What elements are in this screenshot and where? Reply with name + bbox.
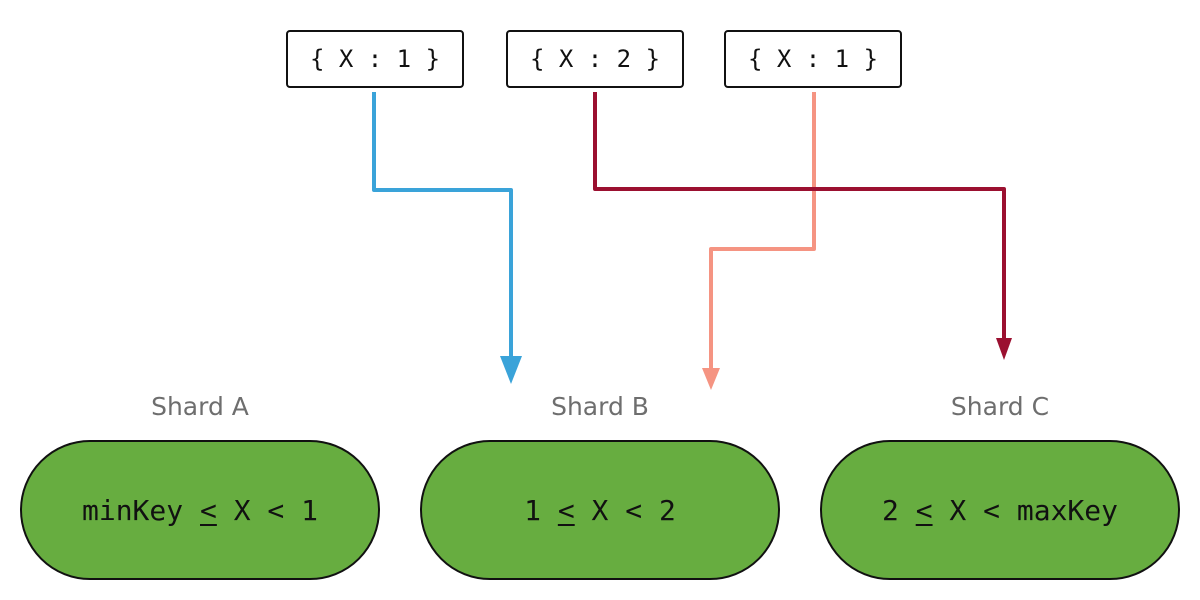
shard-b-label: Shard B [551, 392, 649, 421]
document-box: { X : 1 } [724, 30, 902, 88]
shard-b-node: 1 < X < 2 [420, 440, 780, 580]
arrowhead-doc3 [702, 368, 720, 390]
route-arrow-doc3-to-shard-b [709, 92, 816, 370]
shard-c-node: 2 < X < maxKey [820, 440, 1180, 580]
shard-c-label: Shard C [950, 392, 1050, 421]
arrowhead-doc2 [996, 338, 1012, 360]
document-box: { X : 2 } [506, 30, 684, 88]
arrowhead-doc1 [500, 356, 522, 384]
shard-c-range-start: 2 [881, 493, 916, 527]
shard-b-range-end: X < 2 [574, 493, 676, 527]
shard-c-range-end: X < maxKey [932, 493, 1118, 527]
shard-a-range-start: minKey [81, 493, 200, 527]
shard-a-node: minKey < X < 1 [20, 440, 380, 580]
route-arrow-doc2-to-shard-c [593, 92, 1006, 340]
document-box: { X : 1 } [286, 30, 464, 88]
shard-b-range-start: 1 [524, 493, 558, 527]
route-arrow-doc1-to-shard-b [372, 92, 513, 358]
shard-a-label: Shard A [151, 392, 249, 421]
less-or-equal-symbol: < [915, 493, 933, 527]
shard-a-range-end: X < 1 [216, 493, 319, 527]
less-or-equal-symbol: < [200, 493, 217, 527]
less-or-equal-symbol: < [557, 493, 575, 527]
